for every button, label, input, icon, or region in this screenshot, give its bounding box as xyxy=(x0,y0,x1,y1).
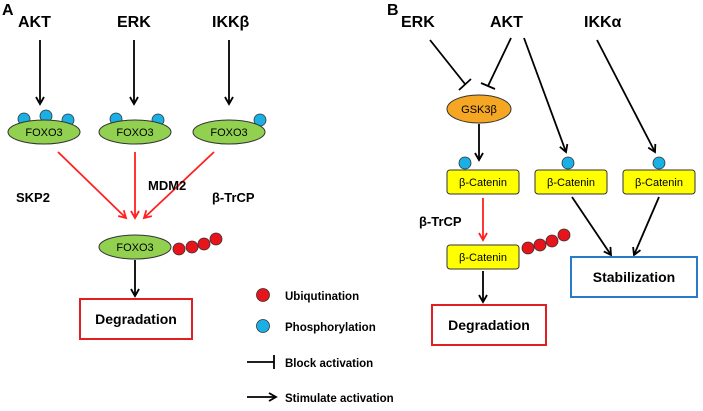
catenin-box-2 xyxy=(534,169,608,195)
legend-block-label: Block activation xyxy=(285,358,373,370)
block-erk-gsk3b-bar xyxy=(458,78,472,91)
foxo3-node-akt xyxy=(7,119,81,145)
foxo3-node-ikkb xyxy=(192,119,266,145)
foxo3-label: FOXO3 xyxy=(210,127,247,139)
legend-phosphorylation-label: Phosphorylation xyxy=(285,322,376,334)
catenin-ubiquitinated-box xyxy=(446,244,520,270)
ligase-skp2-label: SKP2 xyxy=(16,190,50,205)
foxo3-ubiquitinated-node xyxy=(98,234,172,260)
degradation-box-a xyxy=(79,298,193,340)
ubiquitin-dot xyxy=(185,240,199,254)
ubiquitin-dot xyxy=(545,234,559,248)
degradation-box-b xyxy=(431,304,547,346)
panel-b-label: B xyxy=(387,2,399,19)
catenin-box-1 xyxy=(446,169,520,195)
foxo3-label: FOXO3 xyxy=(25,127,62,139)
block-akt-gsk3b-bar xyxy=(480,82,496,90)
phospho-dot xyxy=(561,156,575,170)
ubiquitin-dot xyxy=(209,232,223,246)
legend-ubiquitin-icon xyxy=(256,288,270,302)
catenin-box-3 xyxy=(622,169,696,195)
legend-phospho-icon xyxy=(256,319,270,333)
legend-ubiquitination-label: Ubiqutination xyxy=(285,291,359,303)
ubiquitin-dot xyxy=(172,242,186,256)
phospho-dot xyxy=(458,156,472,170)
foxo3-label: FOXO3 xyxy=(116,127,153,139)
phospho-dot xyxy=(652,156,666,170)
arrow-catenin3-stabilization xyxy=(632,196,660,257)
catenin-label: β-Catenin xyxy=(547,177,595,189)
ubiquitin-dot xyxy=(533,238,547,252)
arrow-btrcp-a xyxy=(142,151,215,220)
foxo3-ubiquitinated-label: FOXO3 xyxy=(116,242,153,254)
stabilization-box xyxy=(570,256,698,298)
block-erk-gsk3b xyxy=(429,39,466,85)
kinase-ikkb-label: IKKβ xyxy=(212,14,250,31)
kinase-akt-label: AKT xyxy=(18,14,51,31)
legend-stimulate-label: Stimulate activation xyxy=(285,393,394,405)
kinase-ikka-label: IKKα xyxy=(584,14,622,31)
arrow-catenin2-stabilization xyxy=(571,196,613,257)
ligase-btrcp-b-label: β-TrCP xyxy=(419,214,462,229)
arrow-skp2 xyxy=(57,151,128,220)
ubiquitin-dot xyxy=(557,228,571,242)
ligase-btrcp-label: β-TrCP xyxy=(212,190,255,205)
block-akt-gsk3b xyxy=(487,37,512,87)
foxo3-node-erk xyxy=(98,119,172,145)
gsk3b-node xyxy=(446,94,512,124)
kinase-erk-label: ERK xyxy=(117,14,151,31)
arrow-akt-catenin xyxy=(523,37,569,154)
arrow-ikka-catenin xyxy=(596,39,657,154)
catenin-ubiquitinated-label: β-Catenin xyxy=(459,252,507,264)
catenin-label: β-Catenin xyxy=(459,177,507,189)
ubiquitin-dot xyxy=(521,241,535,255)
ligase-mdm2-label: MDM2 xyxy=(148,178,186,193)
kinase-akt-b-label: AKT xyxy=(490,14,523,31)
gsk3b-label: GSK3β xyxy=(461,104,497,116)
stabilization-label: Stabilization xyxy=(593,269,675,285)
ubiquitin-dot xyxy=(197,237,211,251)
panel-a-label: A xyxy=(2,2,14,19)
degradation-label-a: Degradation xyxy=(95,311,177,327)
degradation-label-b: Degradation xyxy=(448,317,530,333)
catenin-label: β-Catenin xyxy=(635,177,683,189)
kinase-erk-b-label: ERK xyxy=(401,14,435,31)
